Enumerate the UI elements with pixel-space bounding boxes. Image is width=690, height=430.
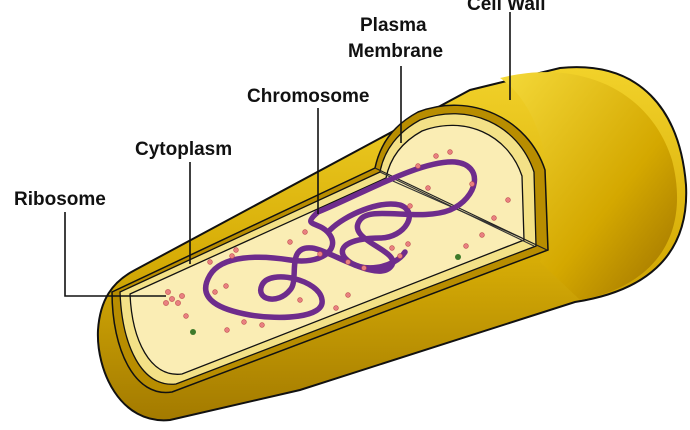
label-cytoplasm: Cytoplasm bbox=[135, 139, 232, 160]
label-ribosome: Ribosome bbox=[14, 189, 106, 210]
chromosome-strand bbox=[202, 159, 478, 321]
ribosomes bbox=[163, 149, 511, 333]
granule bbox=[455, 254, 461, 260]
label-cell-wall: Cell Wall bbox=[467, 0, 545, 15]
label-plasma-membrane-line1: Plasma bbox=[360, 15, 427, 36]
leader-line-ribosome bbox=[64, 212, 166, 297]
cell-wall-cap bbox=[500, 72, 678, 300]
cut-edge-wall bbox=[374, 167, 548, 251]
label-plasma-membrane-line2: Membrane bbox=[348, 41, 443, 62]
granule bbox=[190, 329, 196, 335]
label-chromosome: Chromosome bbox=[247, 86, 369, 107]
